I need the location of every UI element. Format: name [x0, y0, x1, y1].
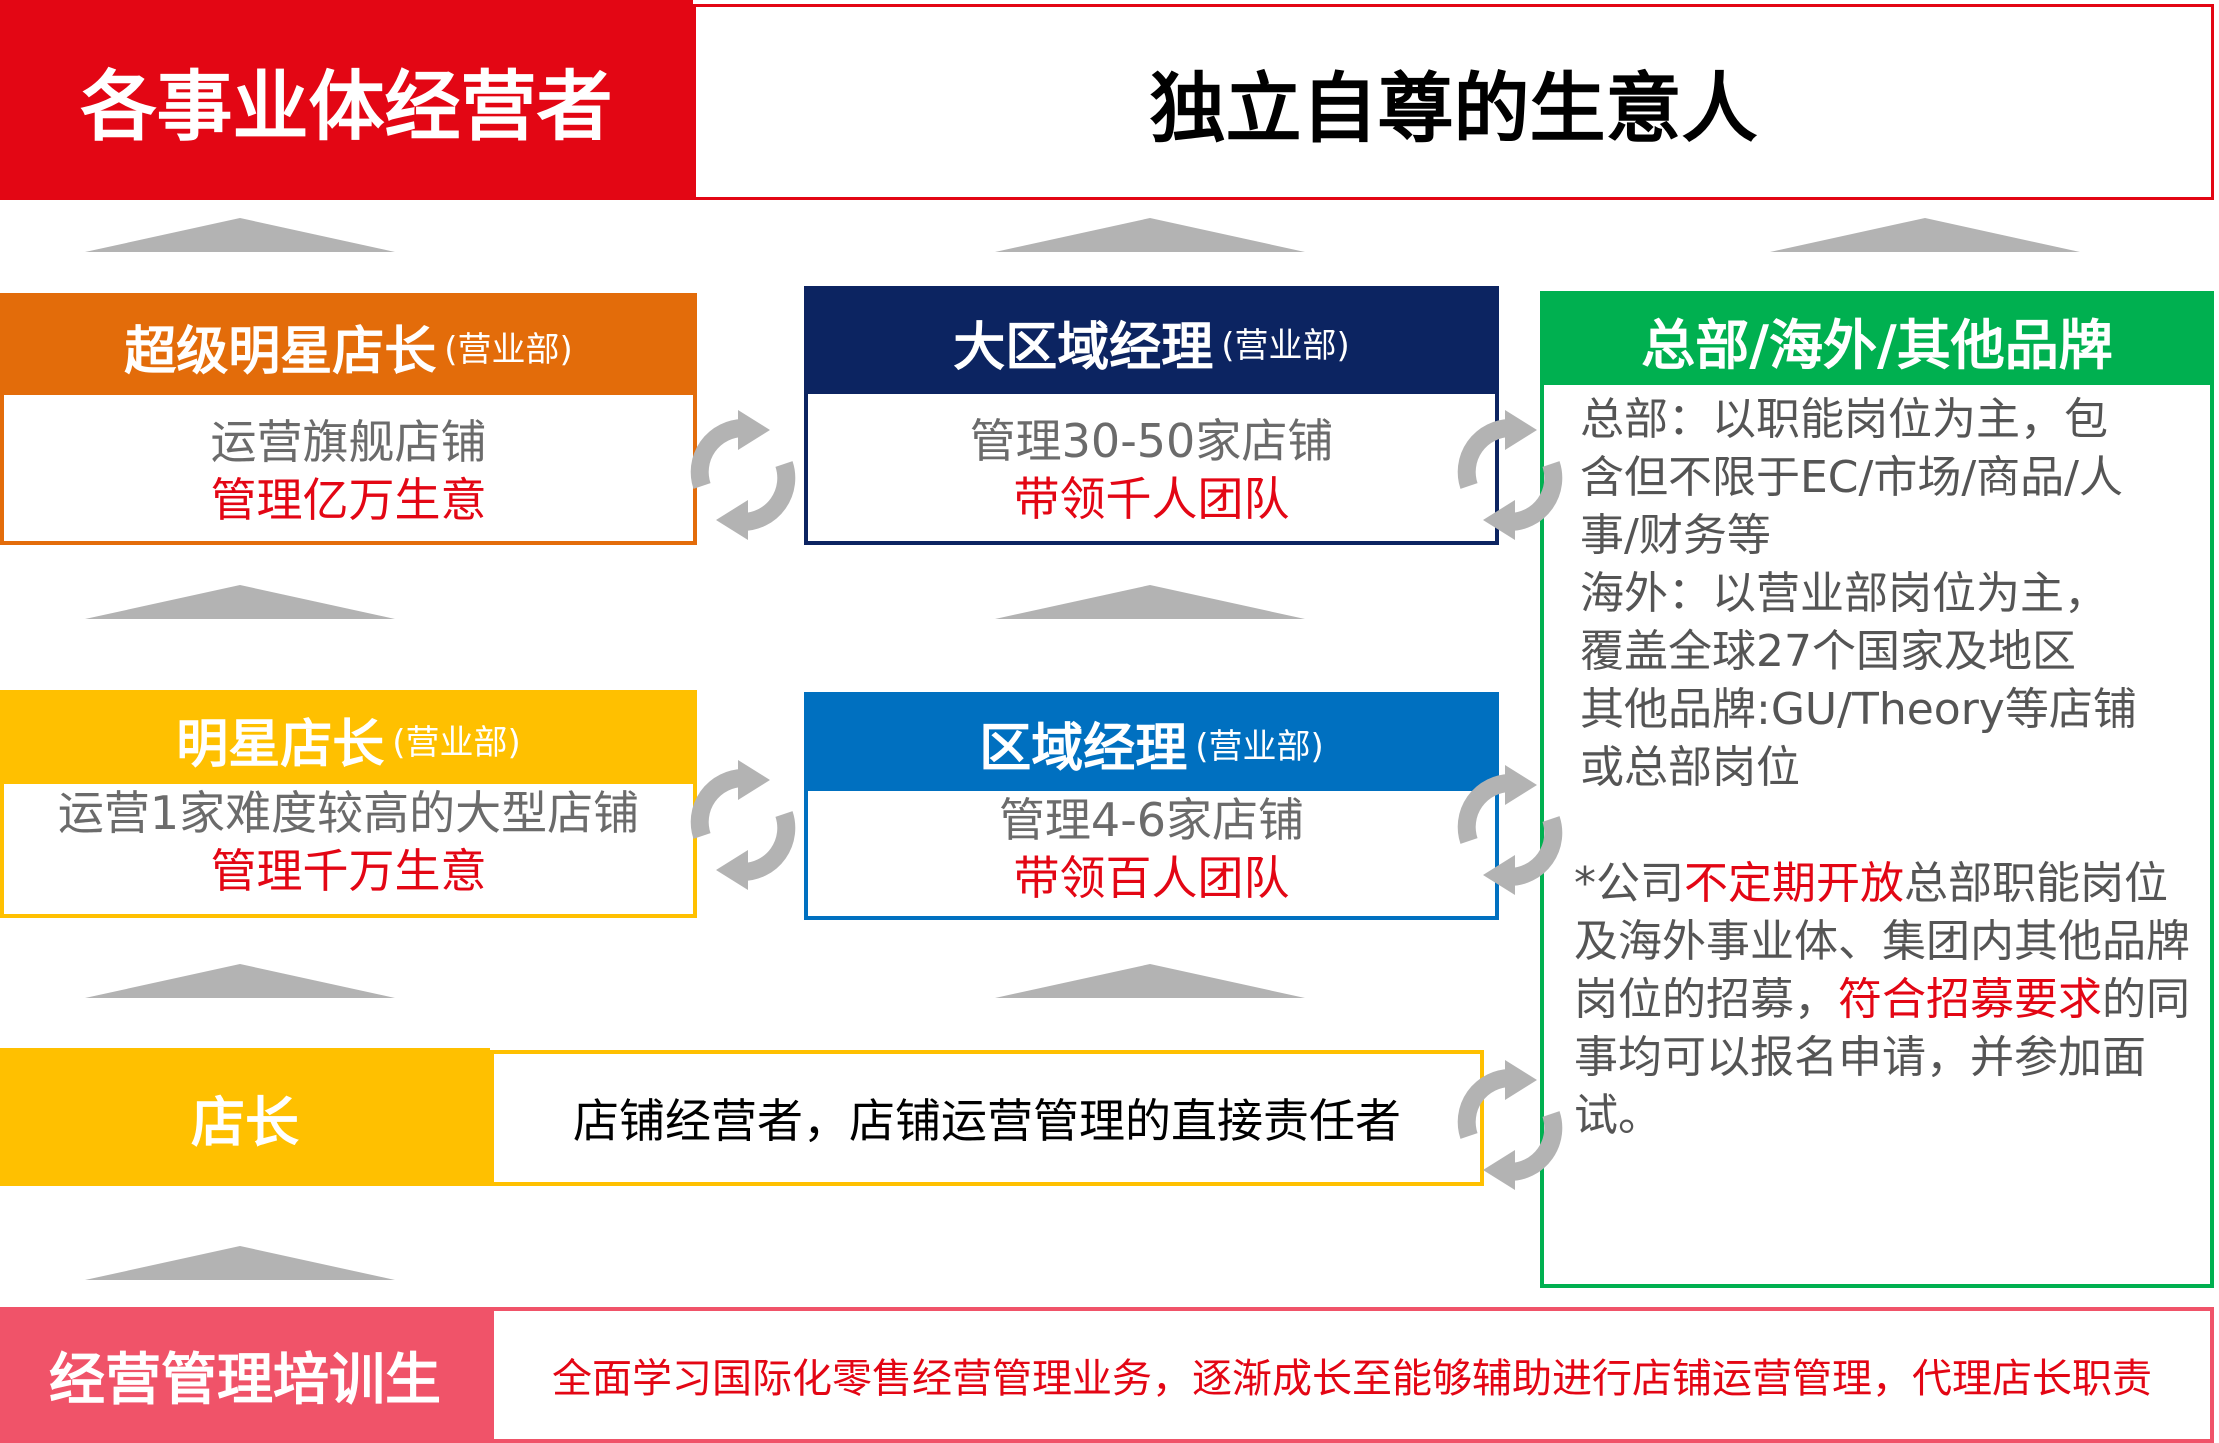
overseas-line: 海外：以营业部岗位为主，: [1580, 568, 2108, 619]
large-area-manager-line2: 带领千人团队: [1013, 472, 1290, 526]
star-manager-header: 明星店长 (营业部): [4, 694, 693, 784]
large-area-manager-dept: (营业部): [1221, 325, 1350, 366]
cycle-arrows-icon: [688, 760, 798, 890]
trainee-description: 全面学习国际化零售经营管理业务，逐渐成长至能够辅助进行店铺运营管理，代理店长职责: [552, 1356, 2152, 1402]
store-manager-label-box: 店长: [0, 1048, 490, 1186]
top-left-banner: 各事业体经营者: [0, 0, 693, 200]
up-arrow-icon: [1770, 218, 2080, 252]
cycle-arrows-icon: [1455, 410, 1565, 540]
note-highlight: 符合招募要求: [1838, 974, 2102, 1025]
other-brands-line: 其他品牌:GU/Theory等店铺: [1580, 684, 2137, 735]
up-arrow-icon: [995, 585, 1305, 619]
area-manager-dept: (营业部): [1195, 727, 1324, 767]
cycle-arrows-icon: [1455, 1060, 1565, 1190]
cycle-arrows-icon: [1455, 765, 1565, 895]
hq-overseas-header: 总部/海外/其他品牌: [1544, 295, 2210, 385]
super-star-manager-box: 超级明星店长 (营业部) 运营旗舰店铺 管理亿万生意: [0, 293, 697, 545]
hq-line: 含但不限于EC/市场/商品/人: [1580, 452, 2123, 503]
note-part: 的同事均可以报名申请，并参加面试。: [1574, 974, 2190, 1141]
recruitment-note: *公司不定期开放总部职能岗位及海外事业体、集团内其他品牌岗位的招募，符合招募要求…: [1574, 855, 2190, 1145]
star-manager-line2: 管理千万生意: [210, 844, 487, 898]
large-area-manager-line1: 管理30-50家店铺: [969, 414, 1334, 468]
star-manager-box: 明星店长 (营业部) 运营1家难度较高的大型店铺 管理千万生意: [0, 690, 697, 918]
note-highlight: 不定期开放: [1684, 858, 1904, 909]
large-area-manager-title: 大区域经理: [953, 317, 1214, 378]
note-part: 总部职能岗位及海外事业体、集团内其他品牌岗位的招募，: [1574, 858, 2190, 1025]
hq-overseas-title: 总部/海外/其他品牌: [1641, 313, 2113, 377]
trainee-description-box: 全面学习国际化零售经营管理业务，逐渐成长至能够辅助进行店铺运营管理，代理店长职责: [490, 1307, 2214, 1443]
super-star-manager-line1: 运营旗舰店铺: [210, 415, 487, 469]
trainee-title: 经营管理培训生: [49, 1347, 441, 1413]
top-right-label: 独立自尊的生意人: [1149, 64, 1758, 153]
super-star-manager-dept: (营业部): [444, 329, 573, 370]
large-area-manager-box: 大区域经理 (营业部) 管理30-50家店铺 带领千人团队: [804, 286, 1499, 545]
area-manager-box: 区域经理 (营业部) 管理4-6家店铺 带领百人团队: [804, 692, 1499, 920]
up-arrow-icon: [995, 964, 1305, 998]
star-manager-line1: 运营1家难度较高的大型店铺: [57, 786, 640, 840]
hq-line: 总部：以职能岗位为主，包: [1580, 394, 2108, 445]
up-arrow-icon: [85, 1246, 395, 1280]
up-arrow-icon: [85, 964, 395, 998]
store-manager-description: 店铺经营者，店铺运营管理的直接责任者: [573, 1094, 1401, 1148]
area-manager-title: 区域经理: [979, 719, 1188, 779]
star-manager-dept: (营业部): [392, 722, 521, 763]
large-area-manager-header: 大区域经理 (营业部): [808, 290, 1495, 394]
super-star-manager-title: 超级明星店长: [124, 321, 437, 382]
hq-overseas-box: 总部/海外/其他品牌 总部：以职能岗位为主，包 含但不限于EC/市场/商品/人 …: [1540, 291, 2214, 1288]
super-star-manager-line2: 管理亿万生意: [210, 473, 487, 527]
up-arrow-icon: [85, 585, 395, 619]
up-arrow-icon: [995, 218, 1305, 252]
up-arrow-icon: [85, 218, 395, 252]
area-manager-header: 区域经理 (营业部): [808, 696, 1495, 791]
other-brands-line: 或总部岗位: [1580, 742, 1800, 793]
trainee-label-box: 经营管理培训生: [0, 1307, 490, 1443]
top-right-banner: 独立自尊的生意人: [693, 4, 2214, 200]
top-left-label: 各事业体经营者: [80, 62, 613, 151]
note-part: *公司: [1574, 858, 1684, 909]
cycle-arrows-icon: [688, 410, 798, 540]
super-star-manager-header: 超级明星店长 (营业部): [4, 297, 693, 395]
store-manager-title: 店长: [191, 1090, 299, 1154]
area-manager-line1: 管理4-6家店铺: [998, 793, 1305, 847]
star-manager-title: 明星店长: [176, 714, 385, 775]
overseas-line: 覆盖全球27个国家及地区: [1580, 626, 2076, 677]
area-manager-line2: 带领百人团队: [1013, 851, 1290, 905]
hq-line: 事/财务等: [1580, 510, 1771, 561]
store-manager-description-box: 店铺经营者，店铺运营管理的直接责任者: [490, 1050, 1484, 1186]
